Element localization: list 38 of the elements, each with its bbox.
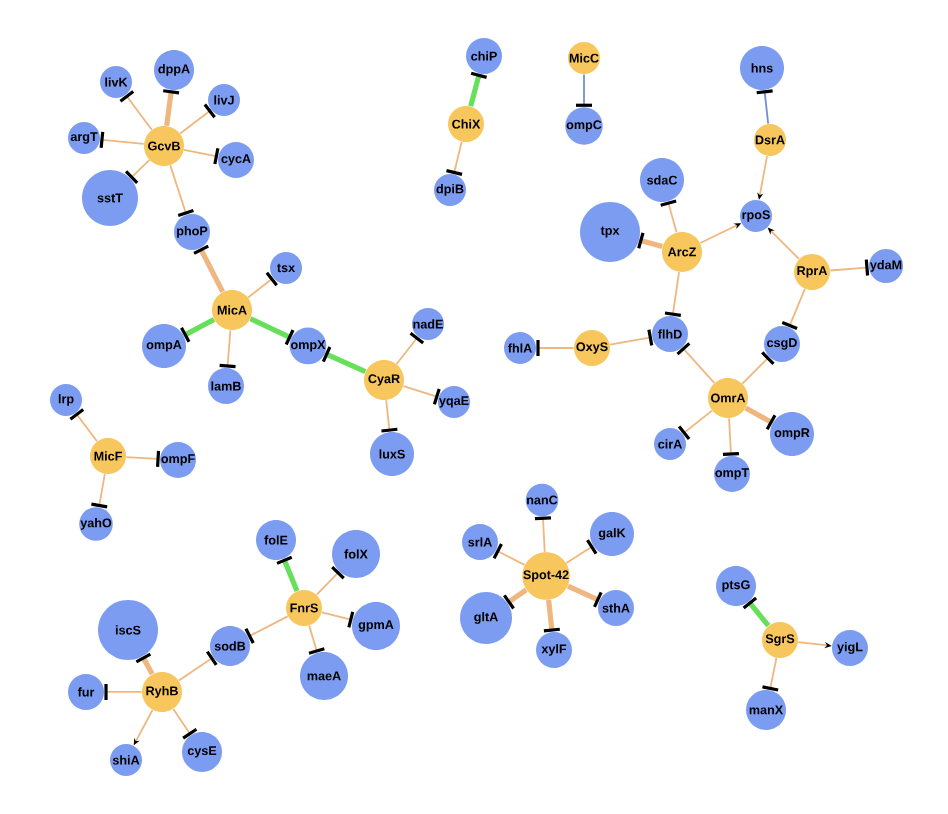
edge-line: [119, 90, 153, 131]
edge-line: [756, 89, 773, 125]
edge-line: [534, 516, 552, 553]
edge-line: [829, 259, 870, 276]
edge-line: [446, 140, 463, 176]
edge-line: [99, 131, 145, 148]
edge-line: [402, 385, 441, 405]
edge-line: [637, 232, 664, 250]
edge-line: [91, 473, 108, 509]
edge-line: [762, 657, 779, 692]
edge-line: [660, 199, 678, 234]
edge-line: [676, 342, 716, 384]
edge-line: [219, 329, 236, 369]
edge-line: [744, 405, 777, 430]
edge-line: [565, 539, 598, 564]
edge-line: [172, 708, 198, 740]
edge-line: [315, 566, 345, 596]
edge-line: [183, 148, 220, 165]
edge-line: [180, 317, 216, 343]
edge-line: [169, 164, 194, 217]
edge-line: [543, 599, 560, 633]
edge-line: [320, 611, 355, 628]
edge-line: [741, 351, 775, 385]
edge-line: [381, 399, 398, 433]
edge-line: [536, 339, 575, 356]
edge-line: [244, 615, 289, 644]
edge-line: [566, 583, 603, 608]
edge-line: [125, 450, 161, 467]
edge-line: [179, 103, 216, 135]
edge-line: [308, 624, 325, 655]
edge-line: [576, 73, 592, 107]
edge-line: [69, 408, 98, 443]
edge-line: [503, 587, 528, 610]
edge-line: [492, 543, 526, 566]
edge-line: [163, 89, 180, 127]
edge-line: [609, 329, 654, 346]
edge-line: [664, 271, 682, 317]
edge-line: [104, 683, 143, 700]
